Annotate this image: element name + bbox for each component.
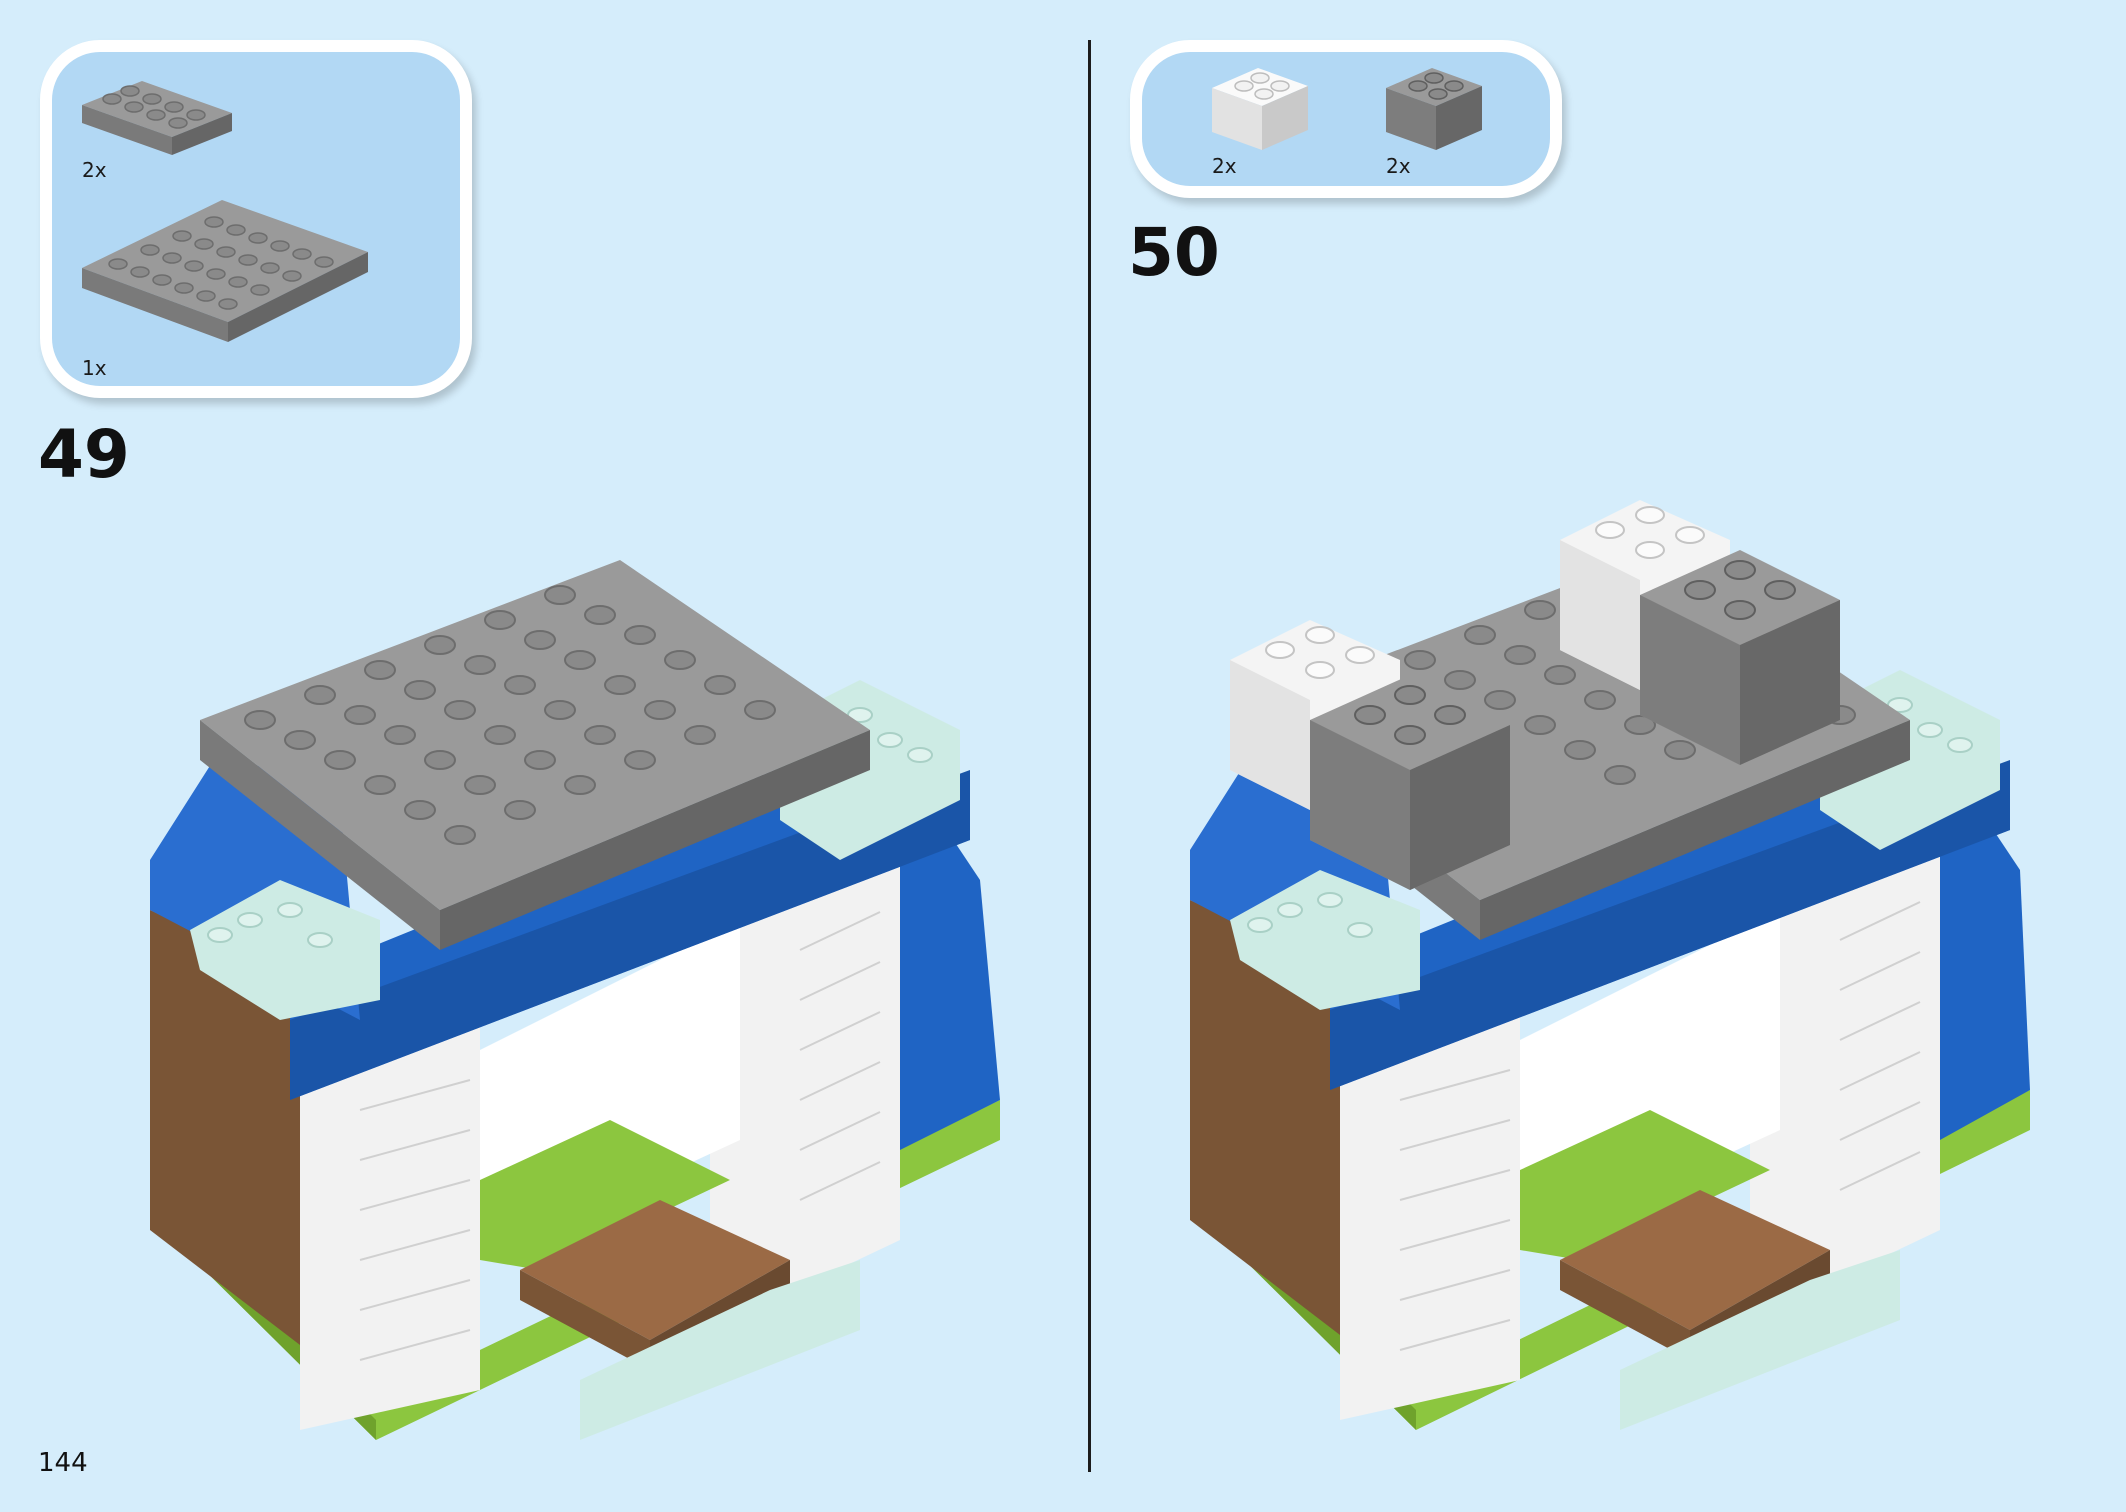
step-number-49: 49 — [38, 416, 130, 493]
gray-2x4-plate-icon — [82, 81, 232, 155]
parts-callout-step-50 — [1130, 40, 1562, 198]
build-model-step-49 — [150, 560, 1000, 1440]
page-divider — [1088, 40, 1091, 1472]
part-qty-white-2x2-brick: 2x — [1212, 154, 1237, 178]
page-number: 144 — [38, 1448, 88, 1478]
white-2x2-brick-icon — [1212, 68, 1308, 150]
gray-2x2-brick-icon — [1386, 68, 1482, 150]
build-model-step-50 — [1190, 500, 2030, 1430]
step-number-50: 50 — [1128, 214, 1220, 291]
part-qty-gray-2x2-brick: 2x — [1386, 154, 1411, 178]
part-qty-2x4-plate: 2x — [82, 158, 107, 182]
gray-4x8-plate-icon — [82, 200, 368, 342]
part-qty-4x8-plate: 1x — [82, 356, 107, 380]
